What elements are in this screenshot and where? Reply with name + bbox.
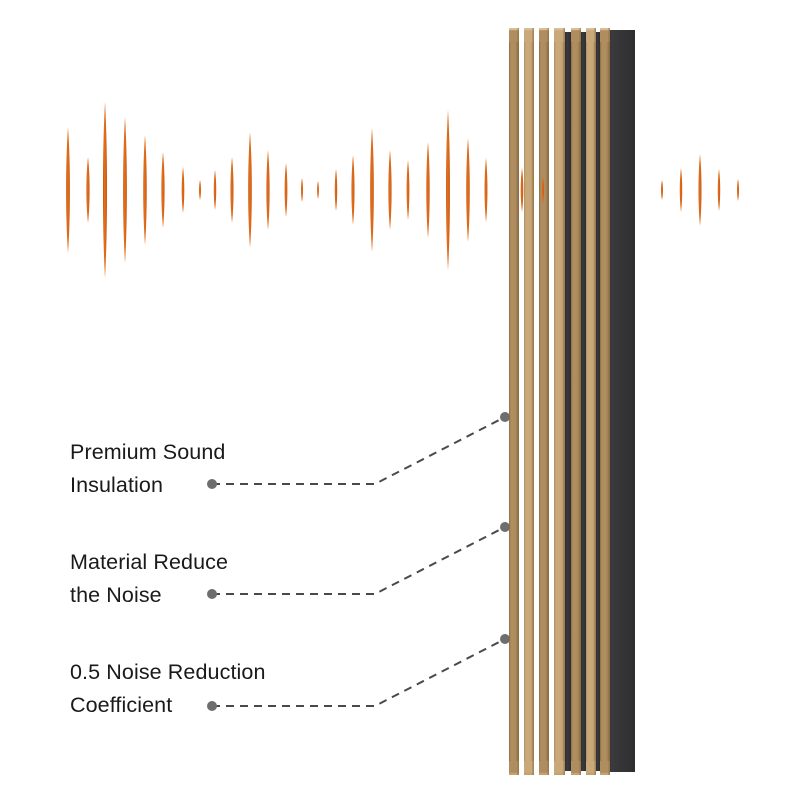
waveform-bar: [406, 160, 410, 220]
callout-noise-reduction-coefficient-line-2: Coefficient: [70, 693, 173, 717]
callout-material-reduce-the-noise-line-1: Material Reduce: [70, 550, 229, 574]
waveform-bar-through-panel: [520, 168, 524, 212]
callout-premium-sound-insulation-line-2: Insulation: [70, 473, 164, 497]
waveform-bar: [370, 128, 374, 252]
waveform-bars-incoming: [66, 102, 739, 278]
leader-dot-target: [500, 412, 510, 422]
waveform-bar: [351, 155, 355, 225]
panel-slat: [509, 28, 519, 775]
panel-slats: [509, 28, 610, 775]
panel-slat: [524, 28, 534, 775]
waveform-bar: [698, 154, 702, 226]
waveform-bar: [484, 158, 488, 222]
waveform-bar: [446, 110, 450, 270]
waveform-bar: [737, 179, 739, 201]
callout-material-reduce-the-noise-line-2: the Noise: [70, 583, 162, 607]
panel-slat: [600, 28, 610, 775]
leader-line: [212, 416, 506, 485]
waveform-bar: [661, 180, 663, 200]
waveform-bar: [717, 169, 721, 211]
waveform-bar: [301, 178, 303, 202]
leader-dot-target: [500, 522, 510, 532]
callout-premium-sound-insulation-leader: [207, 412, 510, 489]
waveform-bar: [334, 169, 338, 211]
panel-felt-gaps: [565, 32, 600, 771]
panel-slat: [586, 28, 596, 775]
waveform-bar-through-panel: [541, 177, 545, 203]
leader-dot-label: [207, 701, 217, 711]
waveform-bar: [181, 167, 185, 213]
callout-material-reduce-the-noise: Material Reduce the Noise: [70, 546, 228, 612]
waveform-bar: [230, 157, 234, 223]
leader-dot-label: [207, 479, 217, 489]
waveform-bar: [426, 142, 430, 238]
leader-line: [212, 526, 506, 595]
waveform-bar: [102, 102, 108, 278]
waveform-bar: [248, 132, 252, 248]
waveform-bar: [143, 135, 147, 245]
waveform-bar: [199, 180, 201, 200]
waveform-bar: [388, 150, 392, 230]
leader-dot-target: [500, 634, 510, 644]
panel-slat: [554, 28, 565, 775]
waveform-bar: [317, 181, 319, 199]
panel-slat: [539, 28, 549, 775]
waveform-bar: [123, 117, 127, 263]
waveform-bar: [66, 127, 70, 253]
callout-noise-reduction-coefficient-line-1: 0.5 Noise Reduction: [70, 660, 266, 684]
waveform-bar: [86, 157, 90, 223]
waveform-bar: [679, 168, 683, 212]
waveform-bar: [161, 152, 165, 228]
leader-dot-label: [207, 589, 217, 599]
waveform-bar: [284, 163, 288, 217]
waveform-bar: [266, 150, 270, 230]
panel-slat: [571, 28, 581, 775]
callout-noise-reduction-coefficient-leader: [207, 634, 510, 711]
waveform-bar: [213, 170, 217, 210]
callout-premium-sound-insulation-line-1: Premium Sound: [70, 440, 226, 464]
callout-material-reduce-the-noise-leader: [207, 522, 510, 599]
waveform-bar: [466, 138, 470, 242]
